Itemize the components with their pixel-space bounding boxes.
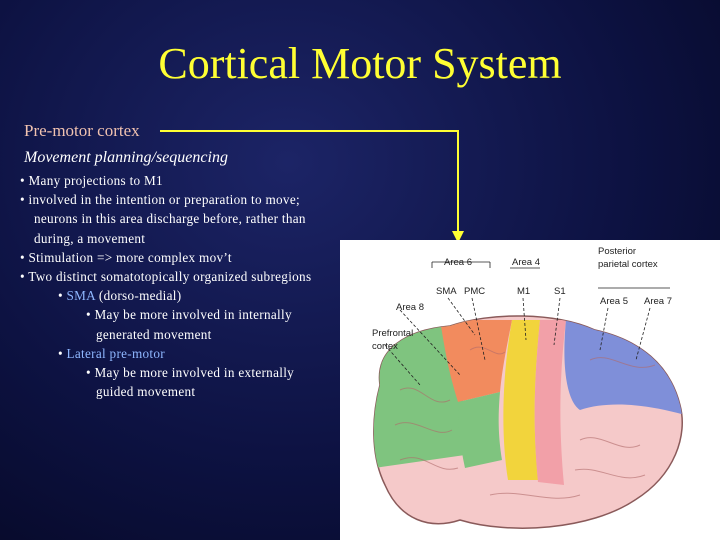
prefrontal-label-line2: cortex [372,341,398,352]
premotor-region [440,320,512,402]
s1-label-fig: S1 [554,286,566,297]
area4-label: Area 4 [512,257,540,268]
bullet-item: • Stimulation => more complex mov’t [20,249,232,265]
m1-region [503,320,540,480]
lateral-bullet: • Lateral pre-motor [20,344,320,363]
lateral-premotor-label: Lateral pre-motor [66,345,165,361]
sma-sub-bullet: • May be more involved in internally gen… [86,307,292,342]
brain-figure: Area 6 Area 4 Posterior parietal cortex … [340,240,720,540]
slide-title: Cortical Motor System [158,39,562,88]
sma-detail: (dorso-medial) [95,288,182,304]
brain-illustration: Area 6 Area 4 Posterior parietal cortex … [372,246,683,529]
posterior-label-line1: Posterior [598,246,636,257]
lateral-bullet-mark: • [58,345,67,361]
sma-bullet-mark: • [58,288,67,304]
area7-label: Area 7 [644,296,672,307]
prefrontal-label-line1: Prefrontal [372,328,413,339]
m1-label-fig: M1 [517,286,530,297]
bullet-item: • Two distinct somatotopically organized… [20,269,312,285]
premotor-heading: Pre-motor cortex [24,121,140,140]
area8-label: Area 8 [396,302,424,313]
sma-label: SMA [66,288,96,304]
sma-bullet: • SMA (dorso-medial) [20,286,320,305]
area6-label: Area 6 [444,257,472,268]
parietal-region [564,320,683,415]
lateral-sub-bullet: • May be more involved in externally gui… [86,365,295,400]
s1-region [534,320,566,485]
bullet-list: • Many projections to M1 • involved in t… [20,171,320,401]
premotor-subheading: Movement planning/sequencing [24,149,228,166]
sma-label-fig: SMA [436,286,457,297]
pmc-region [458,392,502,468]
posterior-label-line2: parietal cortex [598,259,658,270]
pmc-label-fig: PMC [464,286,485,297]
bullet-item: • Many projections to M1 [20,173,163,188]
area5-label: Area 5 [600,296,628,307]
bullet-item: • involved in the intention or preparati… [20,192,306,246]
